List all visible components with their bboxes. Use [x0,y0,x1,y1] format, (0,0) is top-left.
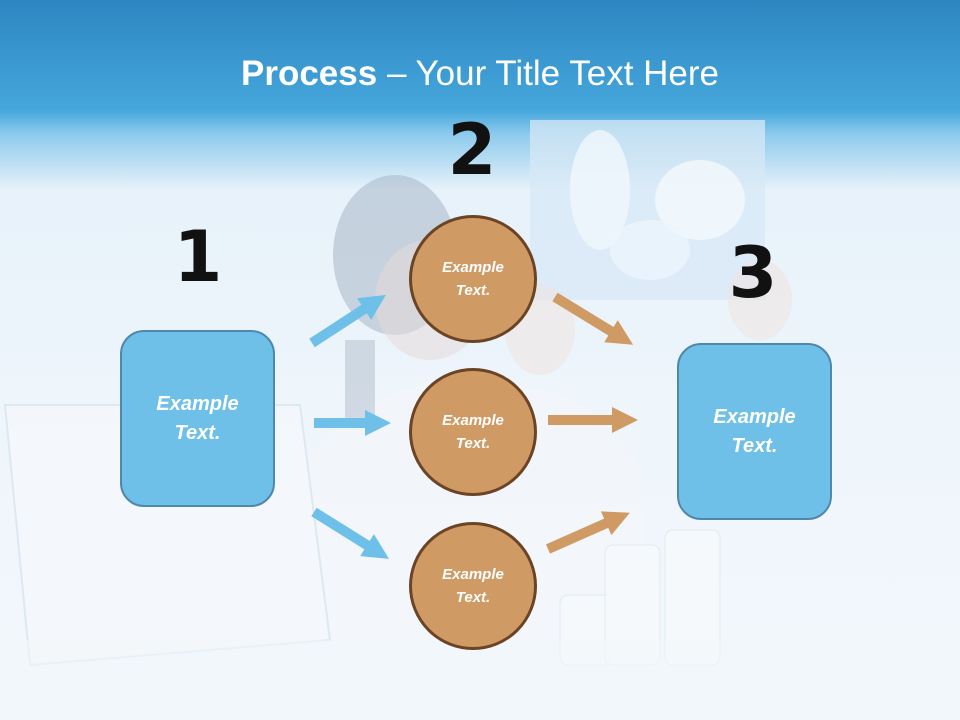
circle-bottom: Example Text. [409,522,537,650]
arrow-blue-up [309,294,386,348]
step-number-2: 2 [447,109,497,191]
circle-top: Example Text. [409,215,537,343]
step-number-3: 3 [728,232,778,314]
step-number-1: 1 [173,216,223,298]
arrow-orange-up [545,511,630,554]
arrow-orange-down [552,292,634,345]
circle-middle: Example Text. [409,368,537,496]
slide-title: Process – Your Title Text Here [0,52,960,96]
title-rest: – Your Title Text Here [377,54,719,93]
left-step-box: Example Text. [120,330,275,507]
title-bold: Process [241,54,378,93]
right-step-box: Example Text. [677,343,832,520]
arrow-blue-down [311,507,390,559]
